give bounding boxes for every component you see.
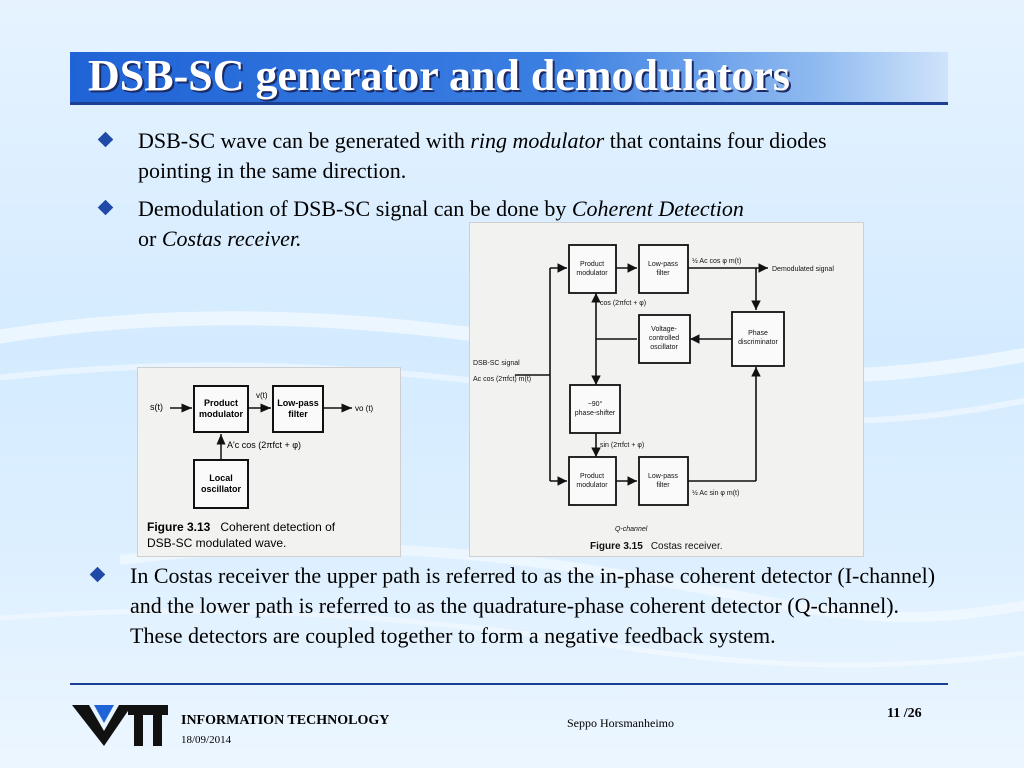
footer-rule <box>70 683 948 685</box>
q-channel-label: Q-channel <box>615 526 648 533</box>
diamond-bullet-icon <box>89 566 106 583</box>
bullet-ring-modulator: DSB-SC wave can be generated with ring m… <box>97 126 900 186</box>
product-modulator-block <box>193 385 249 433</box>
block-label: phase-shifter <box>575 410 616 417</box>
bullet-demodulation: Demodulation of DSB-SC signal can be don… <box>97 194 940 254</box>
bullet-costas-explanation: In Costas receiver the upper path is ref… <box>89 561 942 651</box>
upper-product-modulator-block <box>568 244 617 294</box>
lower-product-modulator-block <box>568 456 617 506</box>
lower-output-label: ½ Ac sin φ m(t) <box>692 489 739 497</box>
mid-label: v(t) <box>256 391 268 400</box>
bullet-text: or <box>138 226 162 251</box>
block-label: filter <box>656 270 670 277</box>
block-label: Product <box>204 398 238 408</box>
diamond-bullet-icon <box>97 131 114 148</box>
block-label: modulator <box>576 270 608 277</box>
block-label: filter <box>656 482 670 489</box>
phase-discriminator-block <box>731 311 785 367</box>
upper-output-label: ½ Ac cos φ m(t) <box>692 257 741 265</box>
vco-block <box>638 314 691 364</box>
block-label: discriminator <box>738 339 778 346</box>
input-label: s(t) <box>150 402 163 412</box>
footer-author: Seppo Horsmanheimo <box>567 716 674 730</box>
block-label: oscillator <box>201 484 242 494</box>
block-label: Voltage- <box>651 326 677 333</box>
bullet-emphasis: ring modulator <box>470 128 605 153</box>
lower-low-pass-filter-block <box>638 456 689 506</box>
block-label: modulator <box>576 482 608 489</box>
block-label: filter <box>288 409 308 419</box>
block-label: Product <box>580 261 604 268</box>
footer-date: 18/09/2014 <box>181 734 232 746</box>
block-label: Phase <box>748 330 768 337</box>
title-bar <box>70 52 948 105</box>
phase-shifter-block <box>569 384 621 434</box>
page-number: 11 /26 <box>887 706 922 721</box>
diamond-bullet-icon <box>97 199 114 216</box>
block-label: modulator <box>199 409 243 419</box>
figure-costas-receiver: Product modulator Low-pass filter Voltag… <box>469 222 864 557</box>
low-pass-filter-block <box>272 385 324 433</box>
bullet-text: Demodulation of DSB-SC signal can be don… <box>138 196 572 221</box>
figure-coherent-detection: s(t) Product modulator v(t) Low-pass fil… <box>137 367 401 557</box>
bullet-emphasis: Costas receiver. <box>161 226 302 251</box>
block-label: Local <box>209 473 233 483</box>
upper-low-pass-filter-block <box>638 244 689 294</box>
block-label: Product <box>580 473 604 480</box>
block-label: oscillator <box>650 344 678 351</box>
input-label: DSB-SC signal <box>473 360 520 367</box>
input-signal-label: Ac cos (2πfct) m(t) <box>473 376 531 383</box>
block-label: Low-pass <box>277 398 319 408</box>
block-label: −90° <box>588 400 603 408</box>
block-label: Low-pass <box>648 473 678 480</box>
block-label: Low-pass <box>648 261 678 268</box>
block-label: controlled <box>649 335 679 342</box>
slide-title: DSB-SC generator and demodulators <box>88 51 791 100</box>
bullet-text: In Costas receiver the upper path is ref… <box>130 563 936 648</box>
output-label: vo (t) <box>355 404 374 413</box>
carrier-label: A'c cos (2πfct + φ) <box>227 440 301 450</box>
local-oscillator-block <box>193 459 249 509</box>
bullet-emphasis: Coherent Detection <box>571 196 744 221</box>
vtt-logo <box>72 705 168 746</box>
bullet-text: DSB-SC wave can be generated with <box>138 128 471 153</box>
figure-caption-line2: DSB-SC modulated wave. <box>147 536 286 550</box>
demodulated-signal-label: Demodulated signal <box>772 266 834 273</box>
sin-carrier-label: sin (2πfct + φ) <box>600 442 644 449</box>
cos-carrier-label: cos (2πfct + φ) <box>600 300 646 307</box>
footer-department: INFORMATION TECHNOLOGY <box>181 713 390 728</box>
bullet-text: that contains four diodes pointing in th… <box>138 128 827 183</box>
